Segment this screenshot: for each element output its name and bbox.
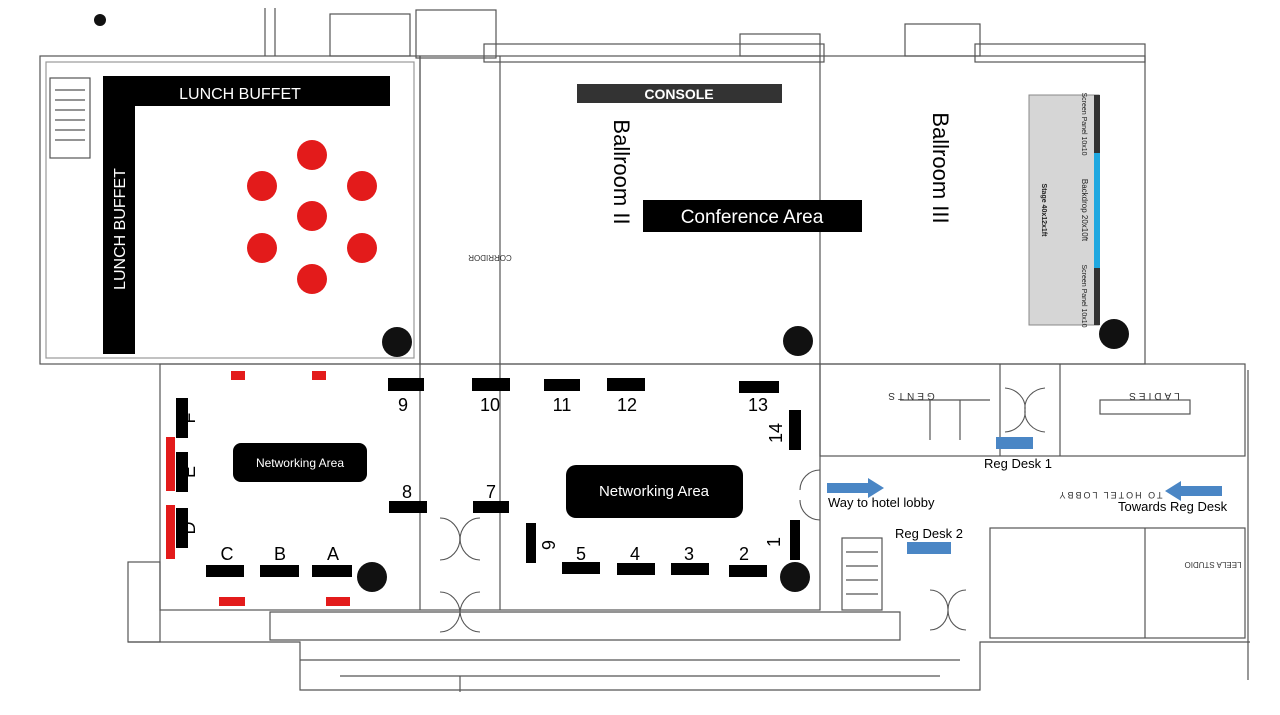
conference-area-box	[643, 200, 862, 232]
pillar	[1099, 319, 1129, 349]
booth-bar-7	[473, 501, 509, 513]
lunch-buffet-side-label: LUNCH BUFFET	[112, 168, 129, 290]
leela-studio-label: LEELA STUDIO	[1185, 560, 1242, 569]
booth-bar-8	[389, 501, 427, 513]
ballroom-3-label: Ballroom III	[928, 112, 953, 223]
booth-label-a: A	[327, 544, 339, 564]
round-table	[297, 140, 327, 170]
conference-area-label: Conference Area	[681, 207, 824, 228]
doors	[439, 387, 1046, 633]
screen-panel-bottom-label: Screen Panel 10x10	[1080, 264, 1087, 327]
booth-bar-3	[671, 563, 709, 575]
booth-numbers: 1 2 3 4 5 6 7 8 9 10 11 12 13 14	[398, 395, 786, 564]
stage: Screen Panel 10x10 Backdrop 20x10ft Stag…	[1028, 92, 1100, 328]
booth-bar-9	[388, 378, 424, 391]
networking-area-large-label: Networking Area	[599, 483, 710, 500]
booth-bars	[176, 378, 801, 577]
pillars	[94, 14, 1129, 592]
booth-label-6: 6	[538, 540, 558, 550]
round-table	[247, 233, 277, 263]
networking-area-large-box	[566, 465, 743, 518]
arrow-left-icon	[1165, 481, 1222, 501]
round-table	[347, 171, 377, 201]
ballroom-2-label: Ballroom II	[609, 119, 634, 224]
pillar	[94, 14, 106, 26]
booth-label-e: E	[179, 466, 199, 478]
booth-bar-11	[544, 379, 580, 391]
booth-label-f: F	[179, 413, 199, 424]
gents-label: GENTS	[885, 390, 934, 401]
booth-letters: A B C D E F	[179, 413, 339, 565]
booth-bar-2	[729, 565, 767, 577]
arrow-right-icon	[827, 478, 884, 498]
console-label: CONSOLE	[644, 86, 713, 102]
booth-label-5: 5	[576, 544, 586, 564]
round-table	[297, 264, 327, 294]
booth-label-d: D	[179, 522, 199, 535]
lunch-buffet-side-bar	[103, 106, 135, 354]
round-table	[347, 233, 377, 263]
backdrop-label: Backdrop 20x10ft	[1080, 179, 1089, 242]
booth-bar-14	[789, 410, 801, 450]
to-hotel-lobby-label: TO HOTEL LOBBY	[1057, 490, 1162, 500]
booth-label-c: C	[221, 544, 234, 564]
booth-bar-a	[312, 565, 352, 577]
walls	[39, 8, 1250, 692]
booth-bar-f	[176, 398, 188, 438]
reg-desk-1-label: Reg Desk 1	[984, 456, 1052, 471]
reg-desk-2-label: Reg Desk 2	[895, 526, 963, 541]
screen-panel-bottom-bar	[1094, 268, 1100, 325]
lunch-buffet-top-label: LUNCH BUFFET	[179, 86, 301, 103]
booth-bar-c	[206, 565, 244, 577]
stage-label: Stage 40x12x1ft	[1040, 184, 1047, 238]
networking-area-small-box	[233, 443, 367, 482]
booth-bar-6	[526, 523, 536, 563]
pillar	[357, 562, 387, 592]
ladies-label: LADIES	[1126, 390, 1180, 401]
round-tables	[247, 140, 377, 294]
booth-bar-12	[607, 378, 645, 391]
booth-label-11: 11	[553, 395, 572, 415]
booth-bar-e	[176, 452, 188, 492]
booth-label-13: 13	[748, 395, 768, 415]
booth-label-1: 1	[764, 537, 784, 547]
lunch-buffet-top-bar	[103, 76, 390, 106]
booth-bar-13	[739, 381, 779, 393]
booth-label-8: 8	[402, 482, 412, 502]
corridor-label: CORRIDOR	[468, 253, 512, 262]
round-table	[247, 171, 277, 201]
booth-bar-d	[176, 508, 188, 548]
booth-label-7: 7	[486, 482, 496, 502]
booth-bar-b	[260, 565, 299, 577]
red-pads	[166, 371, 350, 606]
booth-label-3: 3	[684, 544, 694, 564]
booth-label-2: 2	[739, 544, 749, 564]
pillar	[783, 326, 813, 356]
booth-bar-10	[472, 378, 510, 391]
booth-label-10: 10	[480, 395, 500, 415]
round-table	[297, 201, 327, 231]
pillar	[780, 562, 810, 592]
booth-label-12: 12	[617, 395, 637, 415]
screen-panel-top-bar	[1094, 95, 1100, 153]
reg-desk-1	[996, 437, 1033, 449]
console-bar	[577, 84, 782, 103]
booth-label-4: 4	[630, 544, 640, 564]
booth-label-9: 9	[398, 395, 408, 415]
way-to-lobby-label: Way to hotel lobby	[828, 495, 935, 510]
towards-reg-desk-label: Towards Reg Desk	[1118, 499, 1228, 514]
screen-panel-top-label: Screen Panel 10x10	[1080, 92, 1087, 155]
backdrop-bar	[1094, 153, 1100, 268]
reg-desk-2	[907, 542, 951, 554]
booth-label-b: B	[274, 544, 286, 564]
pillar	[382, 327, 412, 357]
networking-area-small-label: Networking Area	[256, 456, 344, 470]
booth-label-14: 14	[766, 423, 786, 443]
booth-bar-4	[617, 563, 655, 575]
booth-bar-5	[562, 562, 600, 574]
booth-bar-1	[790, 520, 800, 560]
